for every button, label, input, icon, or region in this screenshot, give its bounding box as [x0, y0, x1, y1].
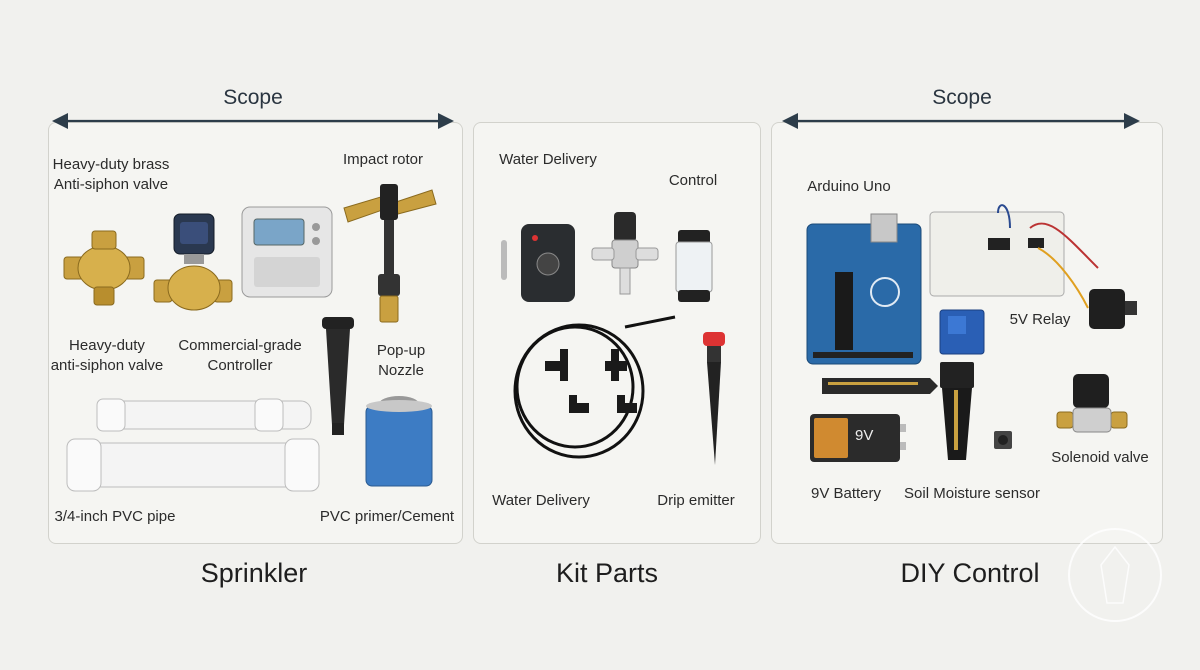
label-anti-siphon-valve: Heavy-duty anti-siphon valve	[50, 337, 164, 374]
solenoid-valve-image	[1056, 374, 1128, 433]
kit-parts-title: Kit Parts	[555, 558, 659, 588]
sprinkler-title: Sprinkler	[200, 558, 308, 588]
arduino-uno-image	[806, 213, 922, 365]
tubing-and-fittings-image	[513, 315, 676, 459]
drip-emitter-image	[703, 332, 725, 465]
label-drip-emitter: Drip emitter	[657, 492, 735, 509]
watermark-logo-icon	[1068, 528, 1162, 622]
diy-control-title: DIY Control	[900, 558, 1040, 588]
label-water-delivery-top: Water Delivery	[499, 151, 597, 168]
breadboard-image	[929, 204, 1099, 309]
scope-arrow-left	[52, 113, 454, 129]
scope-arrow-right	[782, 113, 1140, 129]
label-battery: 9V Battery	[810, 485, 882, 502]
pvc-primer-can-image	[365, 396, 433, 487]
commercial-controller-image	[241, 206, 333, 298]
label-controller: Commercial-grade Controller	[178, 337, 302, 374]
label-impact-rotor: Impact rotor	[342, 151, 424, 168]
solenoid-small-image	[1089, 289, 1137, 329]
label-water-delivery-bottom: Water Delivery	[492, 492, 590, 509]
impact-rotor-image	[343, 184, 437, 323]
label-pop-up-nozzle: Pop-up Nozzle	[376, 342, 426, 379]
filter-canister-image	[675, 230, 713, 302]
label-pvc-pipe: 3/4-inch PVC pipe	[54, 508, 176, 525]
label-brass-valve: Heavy-duty brass Anti-siphon valve	[52, 156, 170, 193]
battery-text: 9V	[855, 427, 874, 444]
scope-label-right: Scope	[932, 86, 992, 109]
label-arduino-uno: Arduino Uno	[807, 178, 891, 195]
scope-label-left: Scope	[223, 86, 283, 109]
filter-fitting-image	[591, 212, 659, 295]
label-soil-moisture-sensor: Soil Moisture sensor	[904, 485, 1040, 502]
five-volt-relay-image	[939, 309, 985, 355]
push-button-image	[994, 431, 1012, 449]
brass-anti-siphon-valve-image	[63, 230, 145, 306]
pvc-pipe-image	[66, 398, 320, 492]
nine-volt-battery-image	[810, 414, 906, 462]
label-pvc-primer: PVC primer/Cement	[319, 508, 455, 525]
label-relay: 5V Relay	[1009, 311, 1071, 328]
label-solenoid-valve: Solenoid valve	[1051, 449, 1149, 466]
timer-device-image	[501, 224, 575, 302]
anti-siphon-valve-image	[153, 213, 233, 311]
label-control: Control	[668, 172, 718, 189]
pop-up-nozzle-image	[322, 317, 354, 435]
sensor-probe-image	[822, 378, 938, 394]
soil-moisture-sensor-image	[940, 362, 974, 460]
